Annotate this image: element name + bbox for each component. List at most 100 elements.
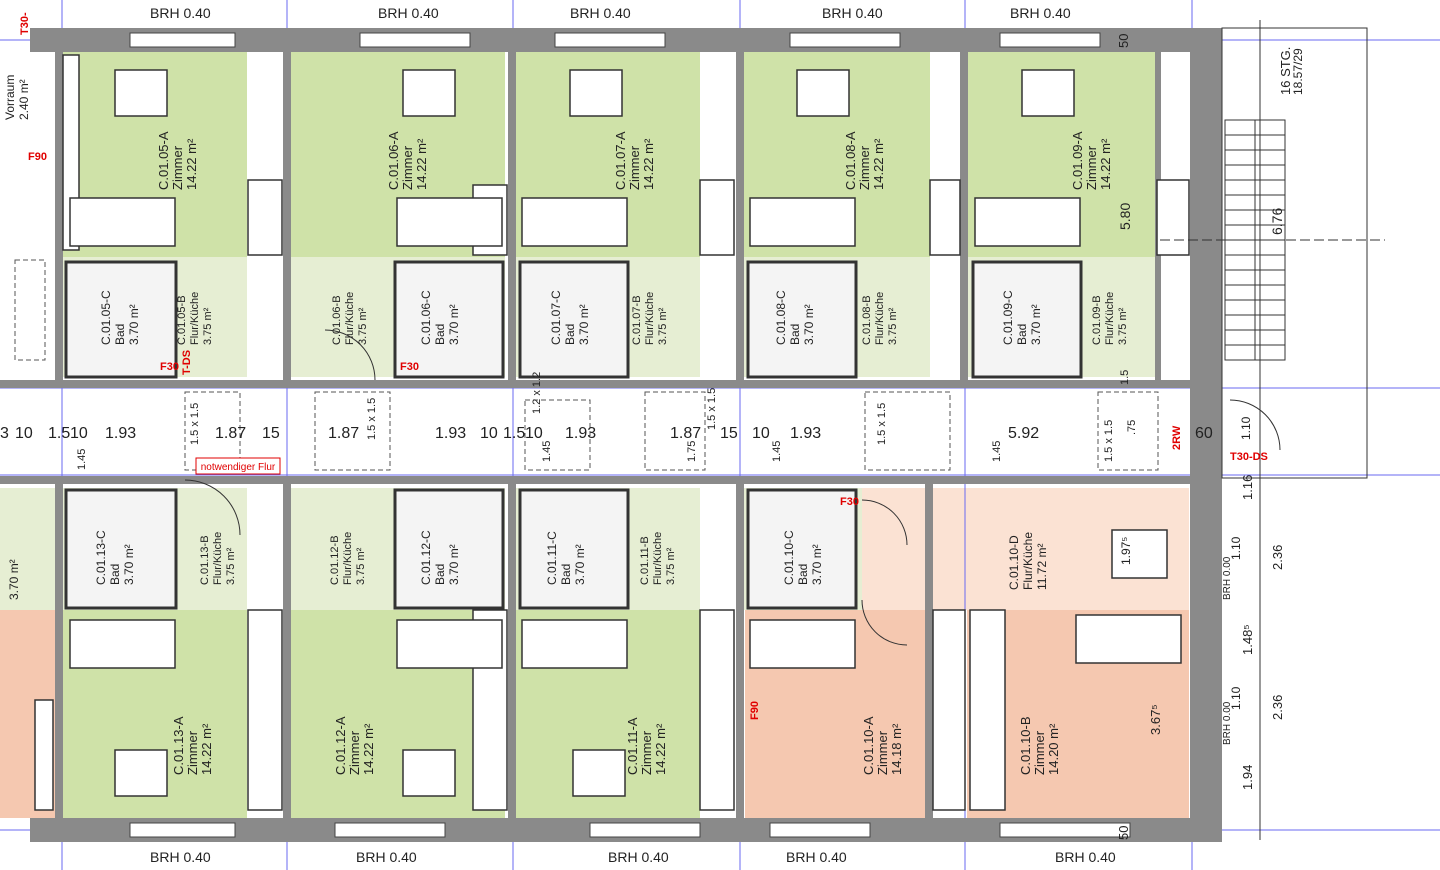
kitchen-top-4-id: C.01.09-B bbox=[1091, 295, 1103, 345]
bath-top-4-area: 3.70 m² bbox=[1029, 304, 1043, 345]
dim-148: 1.48⁵ bbox=[1240, 624, 1255, 655]
bath-bottom-2-area: 3.70 m² bbox=[573, 544, 587, 585]
fire-label-3: T-DS bbox=[181, 350, 193, 375]
bath-top-4-name: Bad bbox=[1015, 324, 1029, 345]
bath-top-1-area: 3.70 m² bbox=[447, 304, 461, 345]
corridor-extra-11: .75 bbox=[1126, 420, 1138, 435]
room-top-0-id: C.01.05-A bbox=[156, 131, 171, 190]
vorraum-label: Vorraum bbox=[3, 75, 17, 120]
room-bottom-0-area: 14.22 m² bbox=[199, 723, 214, 775]
corridor-extra-2: 1.45 bbox=[771, 441, 783, 462]
corridor-dim-17: 5.92 bbox=[1008, 425, 1039, 442]
room-top-4-area: 14.22 m² bbox=[1098, 138, 1113, 190]
bath-top-0-name: Bad bbox=[113, 324, 127, 345]
room-bottom-2-id: C.01.11-A bbox=[625, 717, 640, 775]
flur-kitchen-10: C.01.10-D Flur/Küche 11.72 m² bbox=[1007, 532, 1049, 590]
corridor-dim-16: 1.93 bbox=[790, 425, 821, 442]
kitchen-top-4-area: 3.75 m² bbox=[1117, 307, 1129, 345]
brh-top-3: BRH 0.40 bbox=[822, 5, 883, 21]
brh-top-0: BRH 0.40 bbox=[150, 5, 211, 21]
desk-shapes bbox=[114, 69, 1168, 797]
corridor-extra-3: 1.75 bbox=[686, 441, 698, 462]
bath-bottom-1-name: Bad bbox=[433, 564, 447, 585]
bath-top-1-id: C.01.06-C bbox=[419, 290, 433, 345]
stair-steps-label: 16 STG. bbox=[1278, 47, 1293, 95]
bath-bottom-0-name: Bad bbox=[108, 564, 122, 585]
kitchen-bottom-2-area: 3.75 m² bbox=[665, 547, 677, 585]
bath-top-2-area: 3.70 m² bbox=[577, 304, 591, 345]
room-bottom-3-id: C.01.10-A bbox=[861, 716, 876, 775]
kitchen-bottom-1-name: Flur/Küche bbox=[342, 532, 354, 585]
bath-top-4-id: C.01.09-C bbox=[1001, 290, 1015, 345]
dim-50-top: 50 bbox=[1116, 34, 1131, 48]
corridor-extra-5: 1.5 x 1.5 bbox=[189, 403, 201, 445]
corridor-dim-1: 10 bbox=[15, 425, 33, 442]
room-top-4-id: C.01.09-A bbox=[1070, 131, 1085, 190]
room-top-1-area: 14.22 m² bbox=[414, 138, 429, 190]
staircase bbox=[1160, 20, 1385, 840]
dim-197: 1.97⁵ bbox=[1119, 537, 1133, 565]
corridor-dim-7: 1.87 bbox=[328, 425, 359, 442]
bath-bottom-0-id: C.01.13-C bbox=[94, 530, 108, 585]
room-bottom-4-name: Zimmer bbox=[1032, 730, 1047, 775]
dim-110b: 1.10 bbox=[1229, 686, 1243, 710]
bath-top-2-id: C.01.07-C bbox=[549, 290, 563, 345]
partial-bath-area: 3.70 m² bbox=[7, 559, 21, 600]
bath-top-2-name: Bad bbox=[563, 324, 577, 345]
kitchen-top-0-area: 3.75 m² bbox=[202, 307, 214, 345]
kitchen-bottom-0-id: C.01.13-B bbox=[199, 535, 211, 585]
brh-right-2: BRH 0.00 bbox=[1222, 701, 1233, 745]
kitchen-top-1-id: C.01.06-B bbox=[331, 295, 343, 345]
fire-label-4: F30 bbox=[400, 361, 419, 373]
kitchen-bottom-0-area: 3.75 m² bbox=[225, 547, 237, 585]
corridor-dim-10: 1.5 bbox=[503, 425, 525, 442]
stair-length-label: 6.76 bbox=[1269, 208, 1285, 235]
corridor-dim-15: 10 bbox=[752, 425, 770, 442]
room-bottom-2-name: Zimmer bbox=[639, 730, 654, 775]
kitchen-bottom-1-id: C.01.12-B bbox=[329, 535, 341, 585]
dim-236a: 2.36 bbox=[1270, 545, 1285, 570]
kitchen-bottom-2-name: Flur/Küche bbox=[652, 532, 664, 585]
corridor-extra-8: 1.5 x 1.5 bbox=[706, 388, 718, 430]
kitchen-top-1-name: Flur/Küche bbox=[344, 292, 356, 345]
fire-label-6: F30 bbox=[840, 496, 859, 508]
room-bottom-0-id: C.01.13-A bbox=[171, 716, 186, 775]
kitchen-top-3-area: 3.75 m² bbox=[887, 307, 899, 345]
room-bottom-0-name: Zimmer bbox=[185, 730, 200, 775]
bath-bottom-3-id: C.01.10-C bbox=[782, 530, 796, 585]
room-bottom-1-area: 14.22 m² bbox=[361, 723, 376, 775]
flur-kitchen-10-name: Flur/Küche bbox=[1021, 532, 1035, 590]
brh-top-2: BRH 0.40 bbox=[570, 5, 631, 21]
kitchen-top-1-area: 3.75 m² bbox=[357, 307, 369, 345]
door-swings bbox=[184, 329, 1281, 646]
room-top-0-name: Zimmer bbox=[170, 145, 185, 190]
corridor-dim-5: 1.87 bbox=[215, 425, 246, 442]
room-top-2-id: C.01.07-A bbox=[613, 131, 628, 190]
brh-bottom-3: BRH 0.40 bbox=[786, 849, 847, 865]
fire-label-5: F90 bbox=[749, 701, 761, 720]
bath-top-3-id: C.01.08-C bbox=[774, 290, 788, 345]
bath-bottom-3-name: Bad bbox=[796, 564, 810, 585]
corridor-dim-13: 1.87 bbox=[670, 425, 701, 442]
bath-bottom-1-area: 3.70 m² bbox=[447, 544, 461, 585]
kitchen-top-4-name: Flur/Küche bbox=[1104, 292, 1116, 345]
room-bottom-4-area: 14.20 m² bbox=[1046, 723, 1061, 775]
brh-bottom-4: BRH 0.40 bbox=[1055, 849, 1116, 865]
notwendiger-flur-label: notwendiger Flur bbox=[201, 462, 276, 473]
corridor-extra-10: 1.5 x 1.5 bbox=[1103, 420, 1115, 462]
room-bottom-1-name: Zimmer bbox=[347, 730, 362, 775]
bath-bottom-0-area: 3.70 m² bbox=[122, 544, 136, 585]
brh-top-1: BRH 0.40 bbox=[378, 5, 439, 21]
room-top-0-area: 14.22 m² bbox=[184, 138, 199, 190]
corridor-dim-18: 60 bbox=[1195, 425, 1213, 442]
corridor-dim-6: 15 bbox=[262, 425, 280, 442]
room-top-4-name: Zimmer bbox=[1084, 145, 1099, 190]
kitchen-top-3-id: C.01.08-B bbox=[861, 295, 873, 345]
kitchen-bottom-1-area: 3.75 m² bbox=[355, 547, 367, 585]
brh-right-1: BRH 0.00 bbox=[1222, 556, 1233, 600]
brh-top-4: BRH 0.40 bbox=[1010, 5, 1071, 21]
corridor-extra-1: 1.45 bbox=[541, 441, 553, 462]
brh-bottom-0: BRH 0.40 bbox=[150, 849, 211, 865]
